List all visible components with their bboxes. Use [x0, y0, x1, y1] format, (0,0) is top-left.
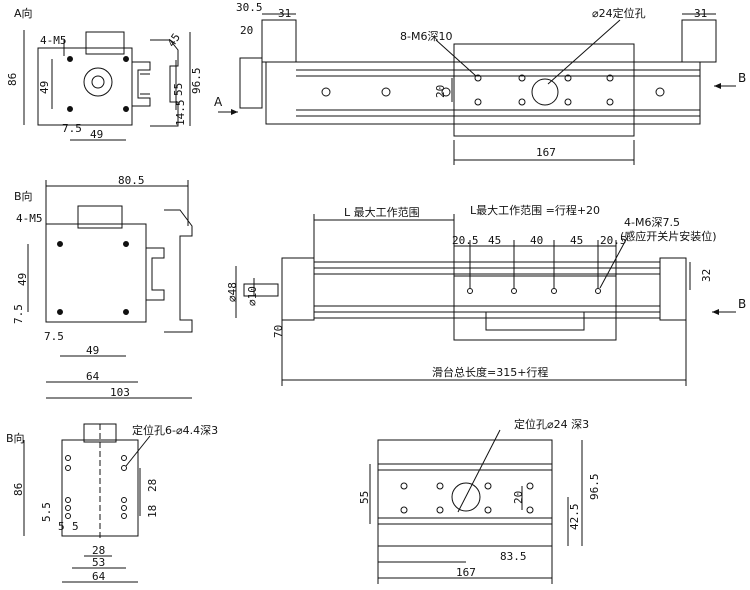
view-b-d80-5: 80.5 [118, 174, 145, 187]
top-d30-5: 30.5 [236, 1, 263, 14]
plate-d55: 55 [358, 491, 371, 504]
view-a-d96-5: 96.5 [190, 68, 203, 95]
view-a-d7-5: 7.5 [62, 122, 82, 135]
top-d167: 167 [536, 146, 556, 159]
front-sensor-note: (感应开关片安装位) [620, 229, 717, 243]
bottom-b-view: B向 定位孔6-⌀4.4深3 86 28 18 5.5 5 5 28 53 64 [6, 423, 218, 583]
top-d31-right: 31 [694, 7, 707, 20]
top-view: 30.5 31 20 8-M6深10 ⌀24定位孔 31 20 167 A B [214, 1, 746, 165]
front-d32: 32 [700, 269, 713, 282]
front-d20-5b: 20.5 [600, 234, 627, 247]
view-b-holes: 4-M5 [16, 212, 43, 225]
front-range-label: L 最大工作范围 [344, 205, 420, 219]
m5-hole [123, 56, 129, 62]
front-d20-5a: 20.5 [452, 234, 479, 247]
bottom-b-d53: 53 [92, 556, 105, 569]
plate-d20: 20 [512, 491, 525, 504]
view-b-title: B向 [14, 189, 33, 203]
view-a-title: A向 [14, 6, 33, 20]
plate-d83-5: 83.5 [500, 550, 527, 563]
view-b-d64: 64 [86, 370, 100, 383]
top-d20: 20 [240, 24, 253, 37]
top-holes-label: 8-M6深10 [400, 30, 452, 43]
view-a: A向 4-M5 86 49 7.5 49 45 55 96.5 14.5 [6, 6, 203, 141]
plate-d96-5: 96.5 [588, 474, 601, 501]
front-view: L 最大工作范围 L最大工作范围 =行程+20 20.5 45 40 45 20… [226, 203, 746, 386]
view-b-d49v: 49 [16, 273, 29, 286]
front-arrow-b: B [738, 297, 746, 311]
view-a-d49v: 49 [38, 81, 51, 94]
bottom-b-title: B向 [6, 431, 25, 445]
view-b-d7-5v: 7.5 [12, 304, 25, 324]
view-a-d45: 45 [165, 31, 183, 49]
front-d10: ⌀10 [246, 286, 259, 306]
bottom-b-d5a: 5 [58, 520, 65, 533]
plate-pin-label: 定位孔⌀24 深3 [514, 417, 589, 431]
view-a-d49h: 49 [90, 128, 103, 141]
m5-hole [123, 106, 129, 112]
front-total-length: 滑台总长度=315+行程 [432, 365, 548, 379]
front-d70: 70 [272, 325, 285, 338]
front-d40: 40 [530, 234, 543, 247]
view-a-d86: 86 [6, 73, 19, 86]
top-pin-label: ⌀24定位孔 [592, 6, 646, 20]
view-b-d49h: 49 [86, 344, 99, 357]
view-b-d103: 103 [110, 386, 130, 399]
view-b-d7-5h: 7.5 [44, 330, 64, 343]
bottom-b-d28h: 28 [92, 544, 105, 557]
top-arrow-b: B [738, 71, 746, 85]
view-a-d14-5: 14.5 [174, 100, 187, 127]
view-a-d55: 55 [172, 83, 185, 96]
m5-hole [67, 56, 73, 62]
bottom-b-d28v: 28 [146, 479, 159, 492]
bottom-b-d64: 64 [92, 570, 106, 583]
front-sensor-label: 4-M6深7.5 [624, 216, 680, 229]
bottom-b-d86: 86 [12, 483, 25, 496]
top-d31-left: 31 [278, 7, 291, 20]
view-a-holes: 4-M5 [40, 34, 67, 47]
top-arrow-a: A [214, 95, 223, 109]
plate-d42-5: 42.5 [568, 504, 581, 531]
bottom-b-d5-5: 5.5 [40, 502, 53, 522]
front-d48: ⌀48 [226, 282, 239, 302]
front-d45b: 45 [570, 234, 583, 247]
plate-d167: 167 [456, 566, 476, 579]
front-range-formula: L最大工作范围 =行程+20 [470, 203, 600, 217]
top-d20-inner: 20 [434, 85, 447, 98]
view-b: B向 4-M5 80.5 49 7.5 7.5 49 64 103 [12, 174, 193, 399]
bottom-b-d5b: 5 [72, 520, 79, 533]
plate-view: 定位孔⌀24 深3 55 20 96.5 42.5 83.5 167 [358, 417, 601, 584]
front-d45a: 45 [488, 234, 501, 247]
bottom-b-d18: 18 [146, 505, 159, 518]
m5-hole [67, 106, 73, 112]
bottom-b-pin-label: 定位孔6-⌀4.4深3 [132, 423, 218, 437]
